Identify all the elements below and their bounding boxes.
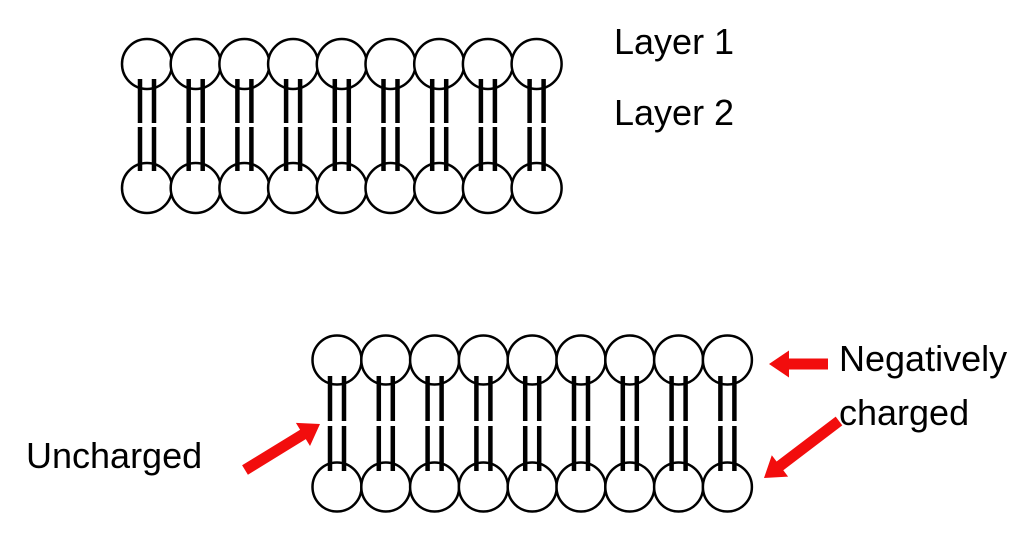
lipid-head	[555, 334, 607, 386]
lipid-head	[311, 461, 363, 513]
lipid-head	[461, 161, 515, 215]
label-negatively-charged: Negatively charged	[839, 332, 1007, 440]
label-layer-2: Layer 2	[614, 92, 735, 133]
lipid-head	[701, 334, 754, 386]
lipid-head	[169, 161, 222, 215]
lipid-head	[510, 161, 563, 215]
lipid-head	[555, 461, 607, 513]
lipid-head	[701, 461, 754, 513]
lipid-head	[266, 161, 320, 215]
lipid-head	[457, 461, 510, 513]
lipid-head	[604, 461, 656, 513]
lipid-head	[506, 461, 558, 513]
bilayer-bottom-heads	[311, 334, 754, 513]
label-negatively-line1: Negatively	[839, 338, 1008, 379]
lipid-head	[412, 161, 466, 215]
lipid-head	[120, 161, 174, 215]
lipid-head	[364, 161, 417, 215]
lipid-head	[506, 334, 558, 386]
lipid-head	[652, 334, 705, 386]
lipid-head	[315, 37, 369, 91]
label-layer-1: Layer 1	[614, 21, 735, 62]
lipid-head	[652, 461, 705, 513]
bilayer-bottom-tails	[327, 376, 737, 471]
label-uncharged: Uncharged	[26, 435, 203, 476]
uncharged-arrow	[242, 422, 320, 475]
lipid-head	[408, 461, 461, 513]
lipid-head	[218, 161, 271, 215]
lipid-head	[461, 37, 515, 91]
lipid-head	[311, 334, 363, 386]
lipid-head	[408, 334, 461, 386]
negatively-charged-top-arrow	[769, 350, 828, 378]
lipid-head	[266, 37, 320, 91]
lipid-head	[360, 334, 412, 386]
bilayer-top-tails	[137, 79, 546, 171]
lipid-head	[510, 37, 563, 91]
negatively-charged-bottom-arrow	[764, 416, 843, 478]
lipid-head	[360, 461, 412, 513]
lipid-head	[457, 334, 510, 386]
lipid-head	[412, 37, 466, 91]
lipid-head	[604, 334, 656, 386]
bilayer-top-heads	[120, 37, 563, 215]
bilayer-top	[120, 37, 563, 215]
lipid-head	[315, 161, 369, 215]
lipid-head	[169, 37, 222, 91]
lipid-head	[364, 37, 417, 91]
lipid-head	[218, 37, 271, 91]
lipid-head	[120, 37, 174, 91]
label-negatively-line2: charged	[839, 392, 970, 433]
bilayer-bottom	[311, 334, 754, 513]
